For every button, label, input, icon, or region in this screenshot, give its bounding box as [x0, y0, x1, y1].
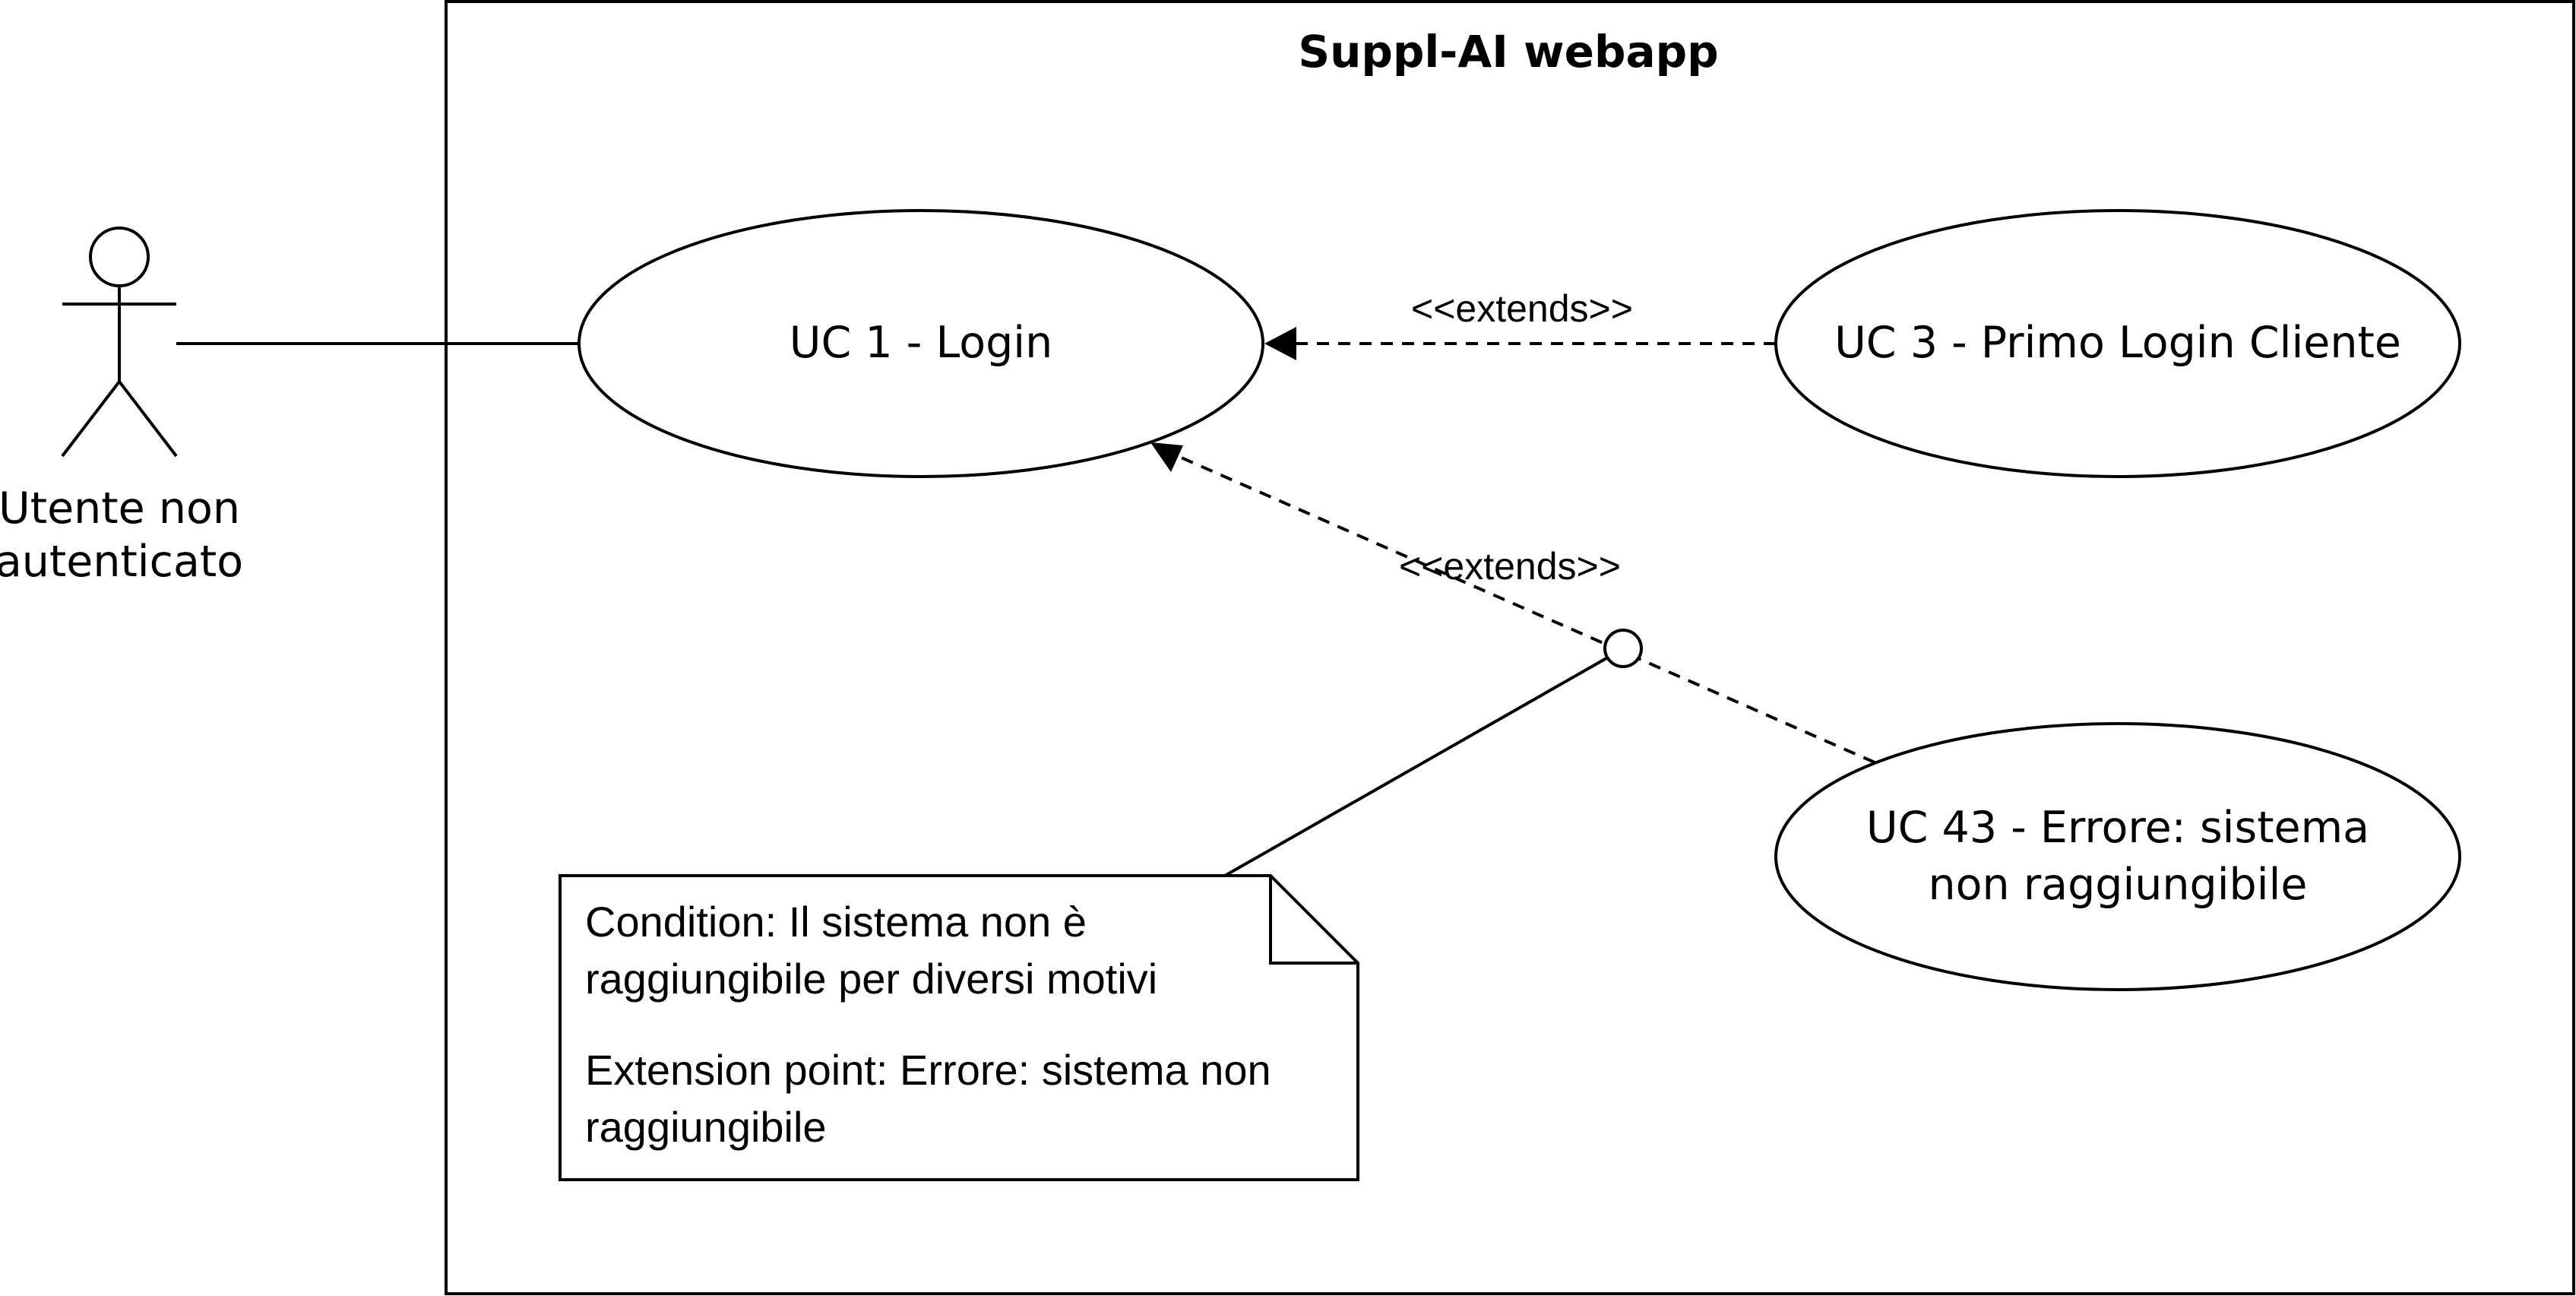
extends-uc3-label: <<extends>> — [1411, 287, 1633, 330]
uc43-label-line1: UC 43 - Errore: sistema — [1866, 803, 2369, 853]
system-title: Suppl-AI webapp — [1298, 26, 1718, 78]
actor-label-line1: Utente non — [0, 483, 240, 534]
extends-uc3-uc1-arrowhead — [1264, 327, 1296, 360]
use-case-uc1: UC 1 - Login — [578, 209, 1264, 478]
note-folded-corner — [1269, 876, 1358, 965]
note-extension-condition: Condition: Il sistema non è raggiungibil… — [559, 874, 1359, 1181]
extension-point-marker — [1603, 629, 1643, 668]
uc43-ellipse — [1774, 722, 2461, 991]
use-case-uc3: UC 3 - Primo Login Cliente — [1774, 209, 2461, 478]
extends-uc43-uc1-line — [1177, 455, 1875, 764]
actor-right-leg — [118, 380, 178, 458]
actor-label-line2: autenticato — [0, 537, 243, 587]
note-shape — [559, 874, 1359, 1181]
extends-uc43-label: <<extends>> — [1399, 545, 1621, 588]
actor-utente-non-autenticato: Utente non autenticato — [0, 227, 243, 587]
system-boundary — [445, 0, 2575, 1295]
note-connector — [1224, 657, 1607, 877]
note-condition-line1: Condition: Il sistema non è — [585, 898, 1087, 946]
actor-left-leg — [61, 380, 121, 458]
note-condition-line2: raggiungibile per diversi motivi — [585, 955, 1157, 1003]
uc3-label: UC 3 - Primo Login Cliente — [1834, 318, 2401, 368]
uc1-label: UC 1 - Login — [790, 318, 1052, 368]
note-extension-line2: raggiungibile — [585, 1103, 827, 1151]
uc1-ellipse — [578, 209, 1264, 478]
uc43-label-line2: non raggiungibile — [1928, 860, 2307, 910]
note-extension-line1: Extension point: Errore: sistema non — [585, 1046, 1271, 1094]
actor-head — [89, 227, 150, 287]
extends-uc43-uc1-arrowhead — [1150, 442, 1183, 472]
use-case-uc43: UC 43 - Errore: sistema non raggiungibil… — [1774, 722, 2461, 991]
